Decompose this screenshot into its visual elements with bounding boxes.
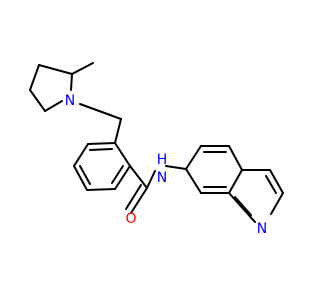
bond-quinoline-a1 bbox=[185, 145, 202, 170]
bond-ch2-ring bbox=[114, 118, 122, 144]
bond-benzene-1-inner bbox=[89, 148, 113, 151]
bond-pyrrolidine-5 bbox=[70, 73, 73, 91]
bond-pyrrolidine-4 bbox=[44, 100, 63, 112]
bond-quinoline-b4-inner bbox=[234, 196, 252, 216]
bond-benzene-6 bbox=[114, 142, 131, 167]
amide-hydrogen-label: H bbox=[157, 152, 168, 168]
bond-pyrrolidine-3 bbox=[29, 89, 46, 112]
bond-nh-quinoline bbox=[165, 165, 187, 170]
bond-carbonyl-nh bbox=[146, 170, 156, 189]
bond-benzene-3-inner bbox=[79, 165, 91, 185]
bond-benzene-1 bbox=[87, 142, 116, 145]
bond-quinoline-a4 bbox=[228, 169, 243, 194]
bond-pyrrolidine-2 bbox=[29, 64, 40, 91]
bond-benzene-5-inner bbox=[111, 165, 124, 184]
structure-canvas: N N H O N bbox=[29, 62, 284, 237]
bond-methyl bbox=[71, 62, 94, 75]
bond-pyrrolidine-1 bbox=[38, 64, 73, 75]
bond-n-ch2 bbox=[79, 103, 122, 120]
bond-benzene-3 bbox=[73, 165, 88, 191]
bond-quinoline-b4 bbox=[228, 192, 256, 223]
bond-quinoline-b2 bbox=[269, 169, 284, 194]
carbonyl-oxygen-label: O bbox=[125, 211, 136, 227]
molecule-structure: N N H O N bbox=[29, 62, 284, 237]
bond-quinoline-b3 bbox=[270, 192, 284, 215]
bond-carbonyl-o-2 bbox=[125, 184, 142, 210]
pyrrolidine-nitrogen-label: N bbox=[65, 93, 75, 109]
bond-benzene-4 bbox=[86, 188, 116, 191]
bond-benzene-5 bbox=[114, 165, 131, 190]
quinoline-nitrogen-label: N bbox=[257, 221, 267, 237]
bond-quinoline-a6 bbox=[185, 168, 202, 194]
bond-quinoline-b2-inner bbox=[265, 175, 277, 194]
bond-benzene-2 bbox=[73, 143, 89, 167]
amide-nitrogen-label: N bbox=[157, 170, 167, 186]
bond-quinoline-a3 bbox=[228, 145, 243, 171]
bond-ring-carbonyl bbox=[129, 165, 148, 189]
bond-carbonyl-o-1 bbox=[130, 187, 148, 214]
